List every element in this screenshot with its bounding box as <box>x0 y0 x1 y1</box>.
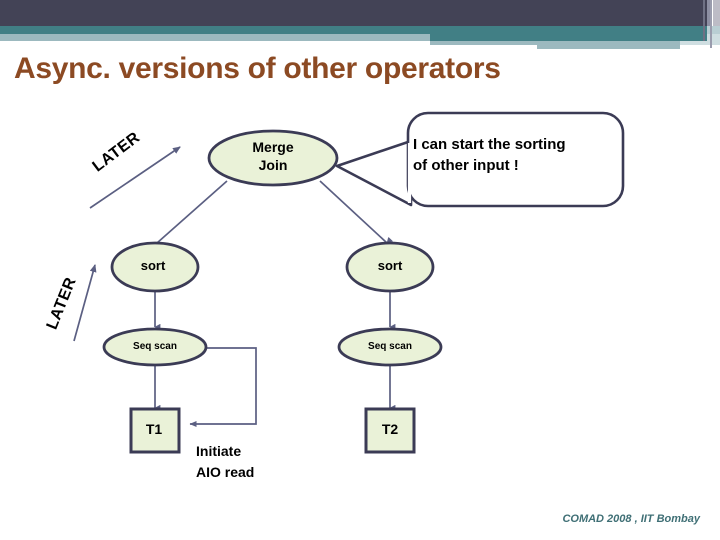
aio-read-line2: AIO read <box>196 464 255 480</box>
callout-text: I can start the sorting of other input ! <box>413 134 613 176</box>
header-vertical-rule-a <box>703 0 705 41</box>
header-vertical-rule-b <box>710 0 712 48</box>
slide-title: Async. versions of other operators <box>14 52 501 85</box>
header-stripe-c <box>537 45 680 49</box>
node-seq-scan-right[interactable] <box>337 327 443 367</box>
header-stripe-a <box>430 41 680 45</box>
connector-aio-read-path <box>189 347 257 427</box>
node-merge-join[interactable] <box>207 129 339 187</box>
header-band-lightblue <box>0 34 430 41</box>
aio-read-annotation: Initiate AIO read <box>196 441 346 483</box>
header-band-navy-right-b <box>713 0 720 26</box>
later-arrow-lower <box>73 264 97 342</box>
header-stripe-b <box>680 41 720 45</box>
node-table-t1[interactable] <box>129 407 181 454</box>
header-band-teal <box>0 26 707 34</box>
header-band-lightblue-right <box>707 34 720 41</box>
connector-mergejoin-to-sort-left <box>156 180 228 250</box>
slide-footer: COMAD 2008 , IIT Bombay <box>562 513 700 525</box>
later-arrow-upper <box>89 146 181 209</box>
header-band-navy-right-a <box>707 0 711 26</box>
header-band-teal-secondary <box>430 34 707 41</box>
connector-mergejoin-to-sort-right <box>319 180 394 244</box>
callout-text-line1: I can start the sorting <box>413 136 566 153</box>
node-sort-left[interactable] <box>110 241 200 293</box>
header-band-navy <box>0 0 707 26</box>
node-sort-right[interactable] <box>345 241 435 293</box>
callout-text-line2: of other input ! <box>413 157 519 174</box>
aio-read-line1: Initiate <box>196 443 242 459</box>
node-table-t2[interactable] <box>364 407 416 454</box>
callout-tail <box>335 139 413 207</box>
node-seq-scan-left[interactable] <box>102 327 208 367</box>
header-band-teal-right <box>707 26 720 34</box>
